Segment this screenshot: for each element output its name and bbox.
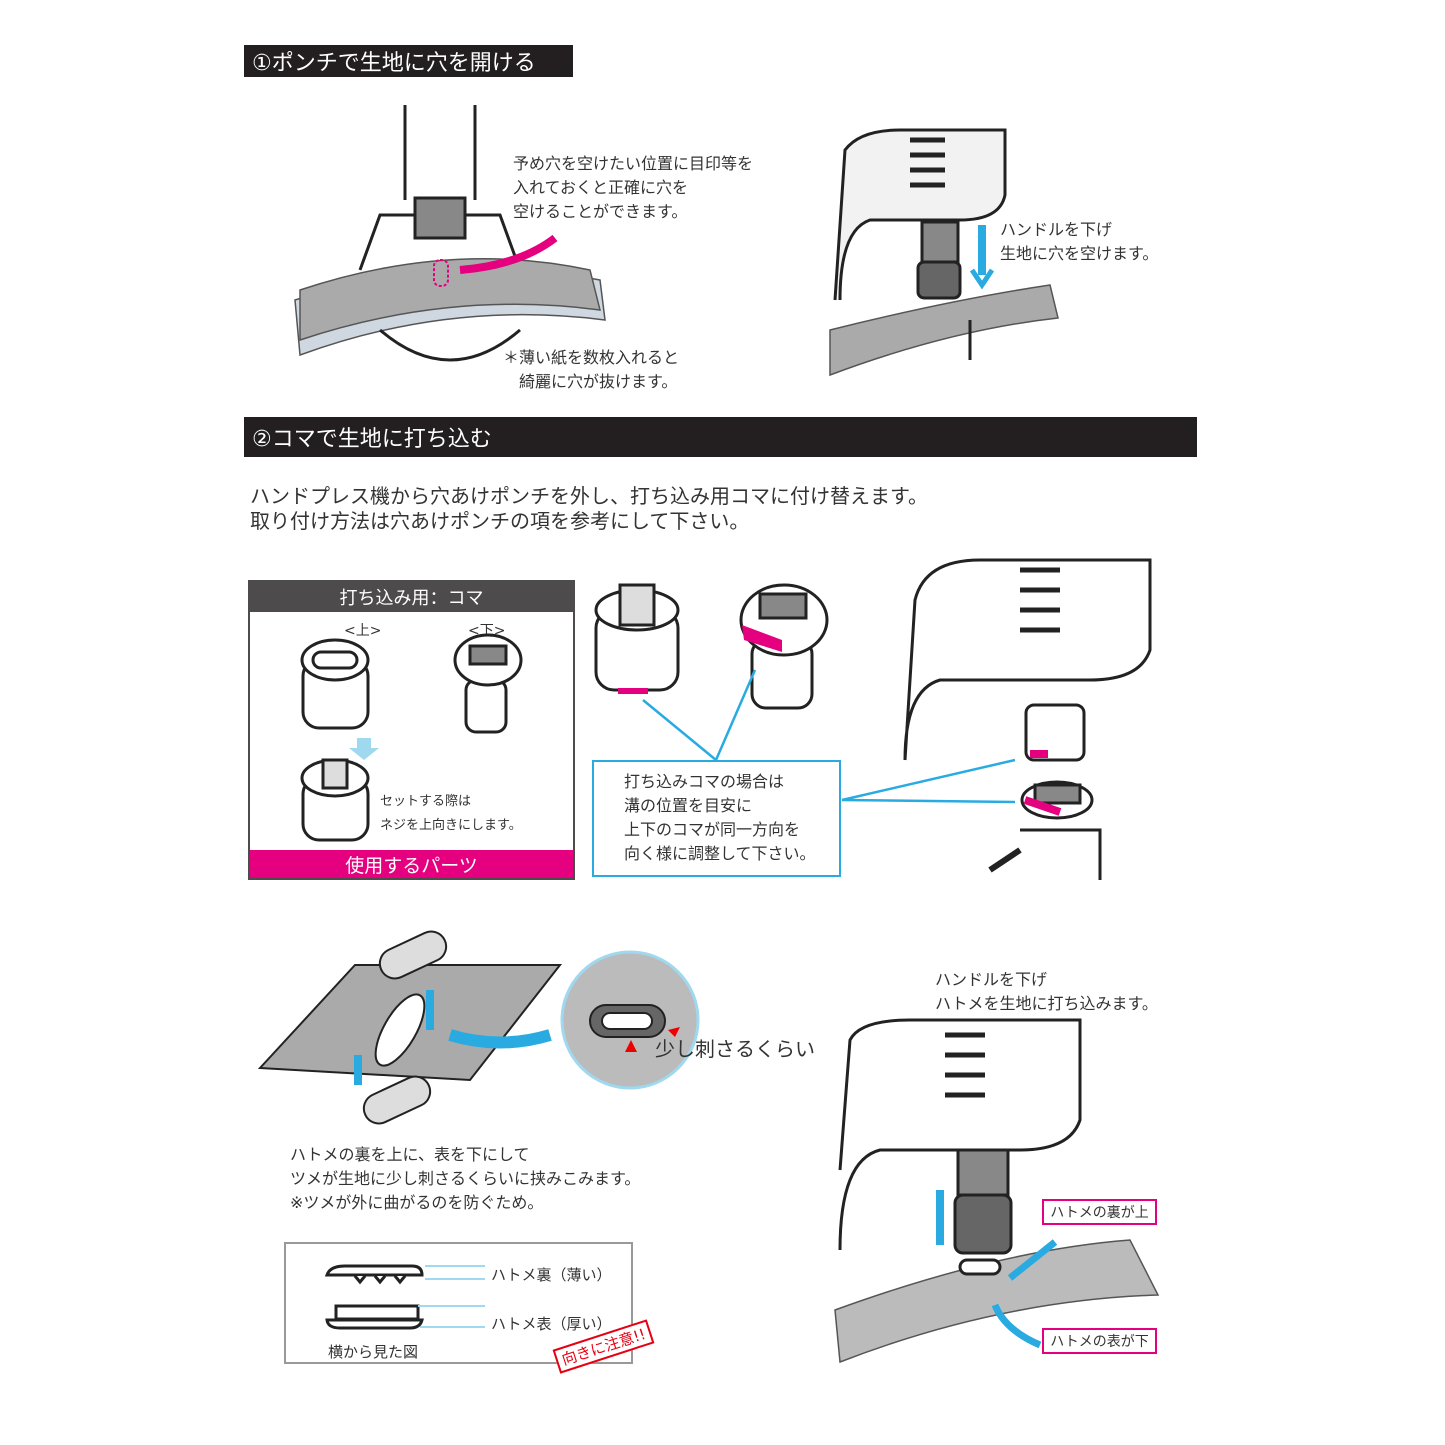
die-pieces-illustration <box>594 583 829 710</box>
intro-text: ハンドプレス機から穴あけポンチを外し、打ち込み用コマに付け替えます。 取り付け方… <box>250 484 928 534</box>
note-line: ハトメの裏を上に、表を下にして <box>290 1145 530 1164</box>
note-line: 生地に穴を空けます。 <box>1000 244 1159 263</box>
parts-box-header: 打ち込み用：コマ <box>250 582 573 612</box>
section1-header: ①ポンチで生地に穴を開ける <box>244 45 573 77</box>
callout-line: 溝の位置を目安に <box>624 796 753 815</box>
slightly-pierce-label: 少し刺さるくらい <box>655 1037 815 1061</box>
intro-line: 取り付け方法は穴あけポンチの項を参考にして下さい。 <box>250 509 750 533</box>
press-eyelet-illustration <box>834 1018 1160 1364</box>
callout-arrows <box>642 669 1016 804</box>
handle-note: ハンドルを下げ 生地に穴を空けます。 <box>1000 218 1158 266</box>
note-line: 空けることができます。 <box>513 202 688 221</box>
note-line: 予め穴を空けたい位置に目印等を <box>513 154 754 173</box>
note-line: 綺麗に穴が抜けます。 <box>503 372 678 391</box>
paper-note: ＊薄い紙を数枚入れると 綺麗に穴が抜けます。 <box>503 346 679 394</box>
die-callout: 打ち込みコマの場合は 溝の位置を目安に 上下のコマが同一方向を 向く様に調整して… <box>592 760 841 877</box>
punch-closeup-illustration <box>294 105 606 362</box>
press-punch-illustration <box>829 128 1059 377</box>
press-note: ハンドルを下げ ハトメを生地に打ち込みます。 <box>935 968 1158 1016</box>
callout-line: 上下のコマが同一方向を <box>624 820 801 839</box>
note-line: ツメが生地に少し刺さるくらいに挟みこみます。 <box>290 1169 641 1188</box>
note-line: ※ツメが外に曲がるのを防ぐため。 <box>290 1193 544 1212</box>
parts-box: 打ち込み用：コマ <上> <下> セットする際は ネジを上向きにします。 使用す… <box>248 580 575 880</box>
note-line: ハトメを生地に打ち込みます。 <box>935 994 1158 1013</box>
section2-header: ②コマで生地に打ち込む <box>244 417 1197 457</box>
side-view-diagram <box>324 1264 485 1330</box>
note-line: ハンドルを下げ <box>1000 220 1113 239</box>
mark-note: 予め穴を空けたい位置に目印等を 入れておくと正確に穴を 空けることができます。 <box>513 152 753 224</box>
note-line: ネジを上向きにします。 <box>380 818 522 833</box>
eyelet-insert-illustration <box>257 930 700 1125</box>
press-die-illustration <box>903 558 1152 880</box>
note-line: 入れておくと正確に穴を <box>513 178 689 197</box>
parts-illustration <box>300 633 523 842</box>
front-label: ハトメ表（厚い） <box>491 1315 612 1333</box>
upper-label: <上> <box>344 623 382 639</box>
callout-line: 向く様に調整して下さい。 <box>624 844 816 863</box>
note-line: ＊薄い紙を数枚入れると <box>503 348 680 367</box>
back-label: ハトメ裏（薄い） <box>491 1266 612 1284</box>
insert-note: ハトメの裏を上に、表を下にして ツメが生地に少し刺さるくらいに挟みこみます。 ※… <box>290 1143 640 1215</box>
callout-line: 打ち込みコマの場合は <box>624 772 785 791</box>
back-up-label: ハトメの裏が上 <box>1042 1199 1157 1225</box>
intro-line: ハンドプレス機から穴あけポンチを外し、打ち込み用コマに付け替えます。 <box>250 484 928 508</box>
front-down-label: ハトメの表が下 <box>1042 1328 1157 1354</box>
side-view-caption: 横から見た図 <box>328 1343 419 1361</box>
side-view-box: ハトメ裏（薄い） ハトメ表（厚い） 横から見た図 向きに注意!! <box>284 1242 655 1374</box>
set-note: セットする際は ネジを上向きにします。 <box>380 790 522 838</box>
parts-box-footer: 使用するパーツ <box>250 850 573 878</box>
note-line: ハンドルを下げ <box>935 970 1048 989</box>
note-line: セットする際は <box>380 794 472 809</box>
